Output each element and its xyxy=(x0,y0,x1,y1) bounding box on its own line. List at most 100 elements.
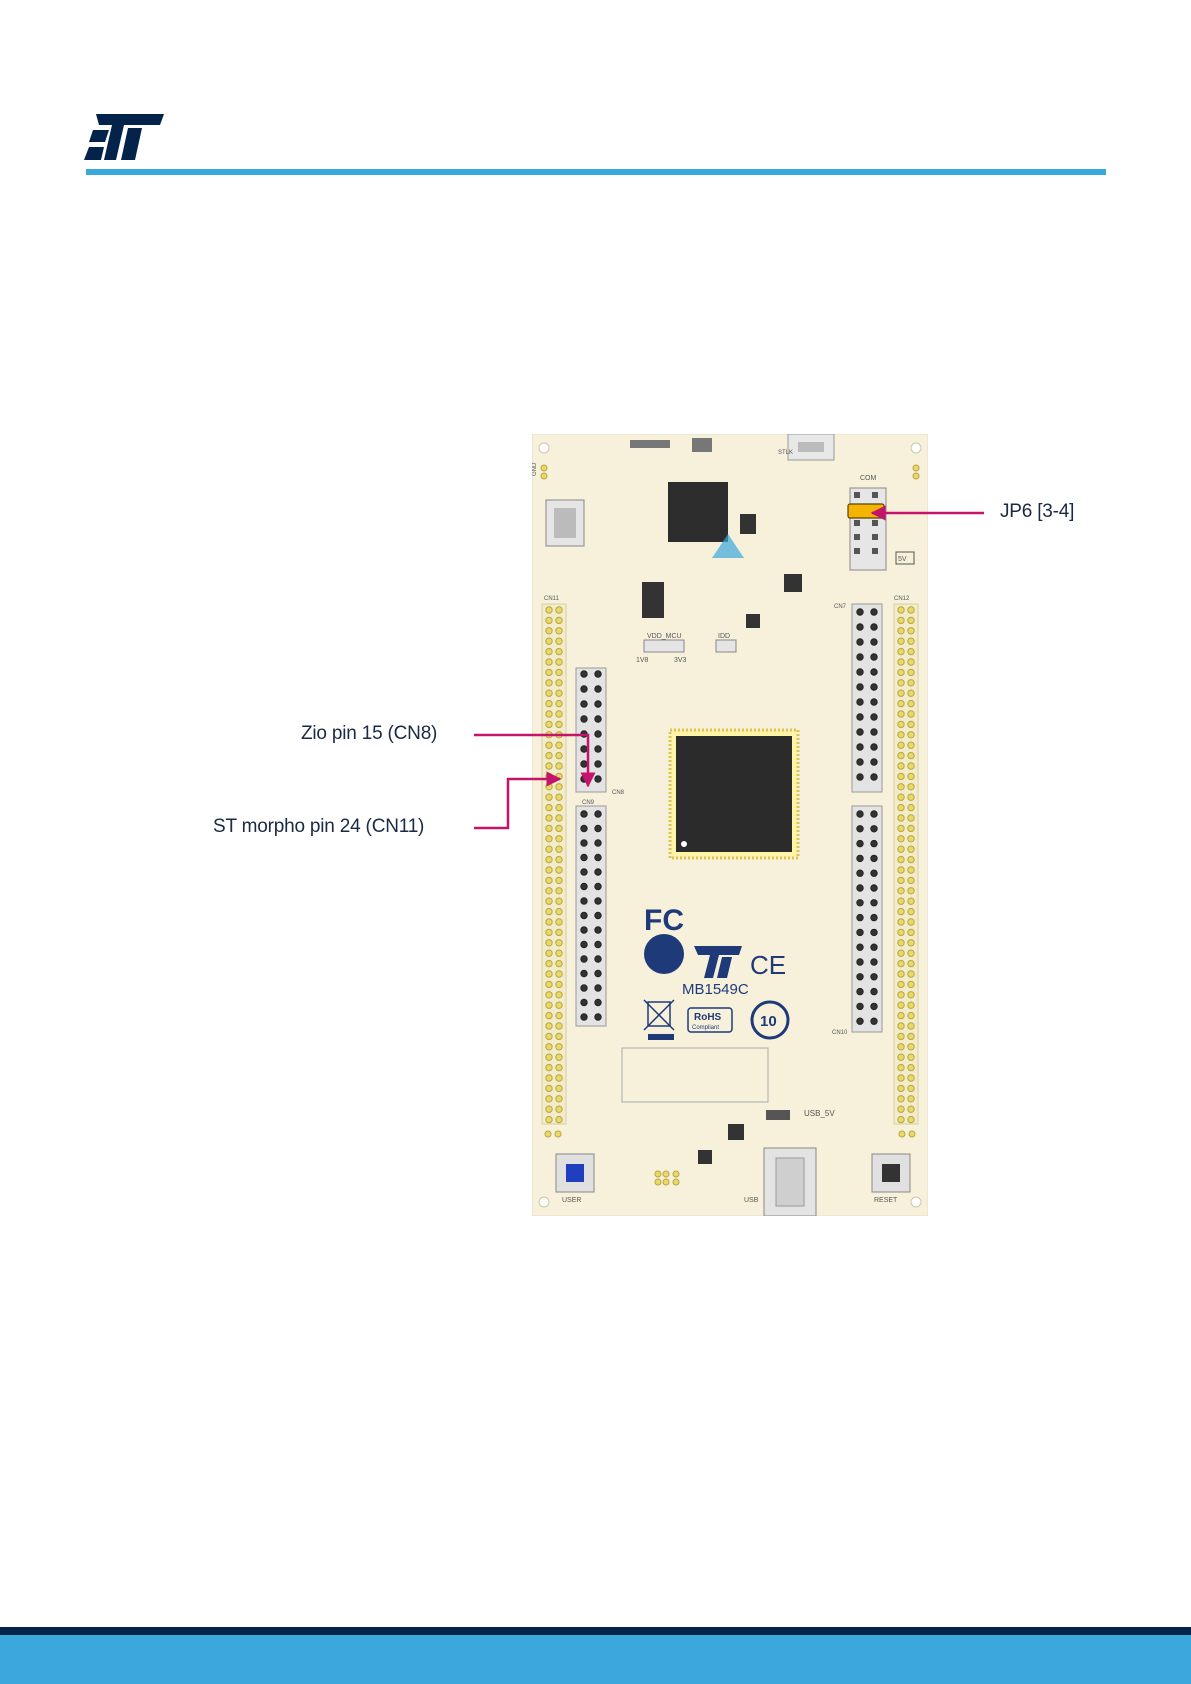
morpho-pin xyxy=(908,742,914,748)
morpho-pin xyxy=(908,1116,914,1122)
morpho-pin xyxy=(546,929,552,935)
zio-pin xyxy=(595,970,601,976)
morpho-pin xyxy=(556,877,562,883)
zio-pin xyxy=(595,701,601,707)
morpho-pin xyxy=(898,669,904,675)
morpho-pin xyxy=(556,700,562,706)
zio-pin xyxy=(581,840,587,846)
morpho-pin xyxy=(898,784,904,790)
morpho-pin xyxy=(556,804,562,810)
morpho-pin xyxy=(546,617,552,623)
morpho-pin xyxy=(908,763,914,769)
stlk-label: STLK xyxy=(778,450,793,456)
zio-pin xyxy=(857,759,863,765)
zio-pin xyxy=(581,999,587,1005)
morpho-pin xyxy=(898,1064,904,1070)
morpho-pin xyxy=(908,638,914,644)
morpho-pin xyxy=(556,1002,562,1008)
morpho-pin xyxy=(556,919,562,925)
morpho-pin xyxy=(556,846,562,852)
zio-pin xyxy=(595,898,601,904)
morpho-pin xyxy=(898,742,904,748)
morpho-pin xyxy=(556,1033,562,1039)
usb-label: USB xyxy=(744,1197,759,1204)
zio-pin xyxy=(581,970,587,976)
morpho-pin xyxy=(546,877,552,883)
morpho-pin xyxy=(546,648,552,654)
cn8-label: CN8 xyxy=(612,790,625,796)
zio-pin xyxy=(871,959,877,965)
zio-pin xyxy=(857,944,863,950)
rohs-label: RoHS xyxy=(694,1012,722,1023)
zio-pin xyxy=(871,774,877,780)
zio-pin xyxy=(871,744,877,750)
morpho-pin xyxy=(908,815,914,821)
zio-pin xyxy=(871,870,877,876)
morpho-pin xyxy=(908,1075,914,1081)
fc-mark: FC xyxy=(644,904,684,937)
zio-pin xyxy=(857,639,863,645)
morpho-pin xyxy=(556,773,562,779)
zio-pin xyxy=(857,729,863,735)
morpho-pin xyxy=(546,607,552,613)
zio-pin xyxy=(857,840,863,846)
morpho-pin xyxy=(546,1096,552,1102)
morpho-pin xyxy=(546,856,552,862)
morpho-pin xyxy=(556,971,562,977)
morpho-pin xyxy=(908,773,914,779)
jp6-jumper-highlight xyxy=(848,504,884,518)
zio-pin xyxy=(871,669,877,675)
morpho-pin xyxy=(546,825,552,831)
zio-pin xyxy=(595,1014,601,1020)
zio-pin xyxy=(595,731,601,737)
morpho-pin xyxy=(546,732,552,738)
morpho-pin xyxy=(556,815,562,821)
morpho-pin xyxy=(898,825,904,831)
zio-pin xyxy=(857,826,863,832)
zio-pin xyxy=(581,686,587,692)
zio-pin xyxy=(595,761,601,767)
zio-pin xyxy=(595,854,601,860)
zio-pin xyxy=(871,684,877,690)
morpho-pin xyxy=(908,721,914,727)
morpho-pin xyxy=(546,1044,552,1050)
zio-pin xyxy=(581,811,587,817)
morpho-pin xyxy=(556,1096,562,1102)
zio-pin xyxy=(871,988,877,994)
morpho-pin xyxy=(546,1116,552,1122)
morpho-pin xyxy=(908,898,914,904)
morpho-pin xyxy=(898,1106,904,1112)
zio-pin xyxy=(857,669,863,675)
zio-pin xyxy=(581,1014,587,1020)
morpho-pin xyxy=(898,1116,904,1122)
morpho-pin xyxy=(908,971,914,977)
vdd-mcu-label: VDD_MCU xyxy=(647,633,682,640)
zio-pin xyxy=(857,654,863,660)
morpho-pin xyxy=(546,638,552,644)
zio-pin xyxy=(595,985,601,991)
morpho-pin xyxy=(546,794,552,800)
morpho-pin xyxy=(546,836,552,842)
morpho-pin xyxy=(898,1085,904,1091)
cn11-label: CN11 xyxy=(544,596,560,602)
morpho-pin xyxy=(546,1075,552,1081)
morpho-pin xyxy=(898,700,904,706)
morpho-pin xyxy=(556,732,562,738)
1v8-label: 1V8 xyxy=(636,657,649,664)
morpho-pin xyxy=(546,680,552,686)
morpho-pin xyxy=(546,919,552,925)
zio-pin xyxy=(857,959,863,965)
zio-pin xyxy=(581,941,587,947)
morpho-pin xyxy=(908,1002,914,1008)
morpho-pin xyxy=(556,1106,562,1112)
morpho-pin xyxy=(546,1106,552,1112)
morpho-pin xyxy=(898,919,904,925)
morpho-pin xyxy=(898,628,904,634)
morpho-pin xyxy=(898,929,904,935)
morpho-pin xyxy=(546,773,552,779)
morpho-pin xyxy=(898,908,904,914)
morpho-pin xyxy=(908,752,914,758)
morpho-pin xyxy=(898,867,904,873)
morpho-pin xyxy=(908,794,914,800)
morpho-pin xyxy=(908,659,914,665)
